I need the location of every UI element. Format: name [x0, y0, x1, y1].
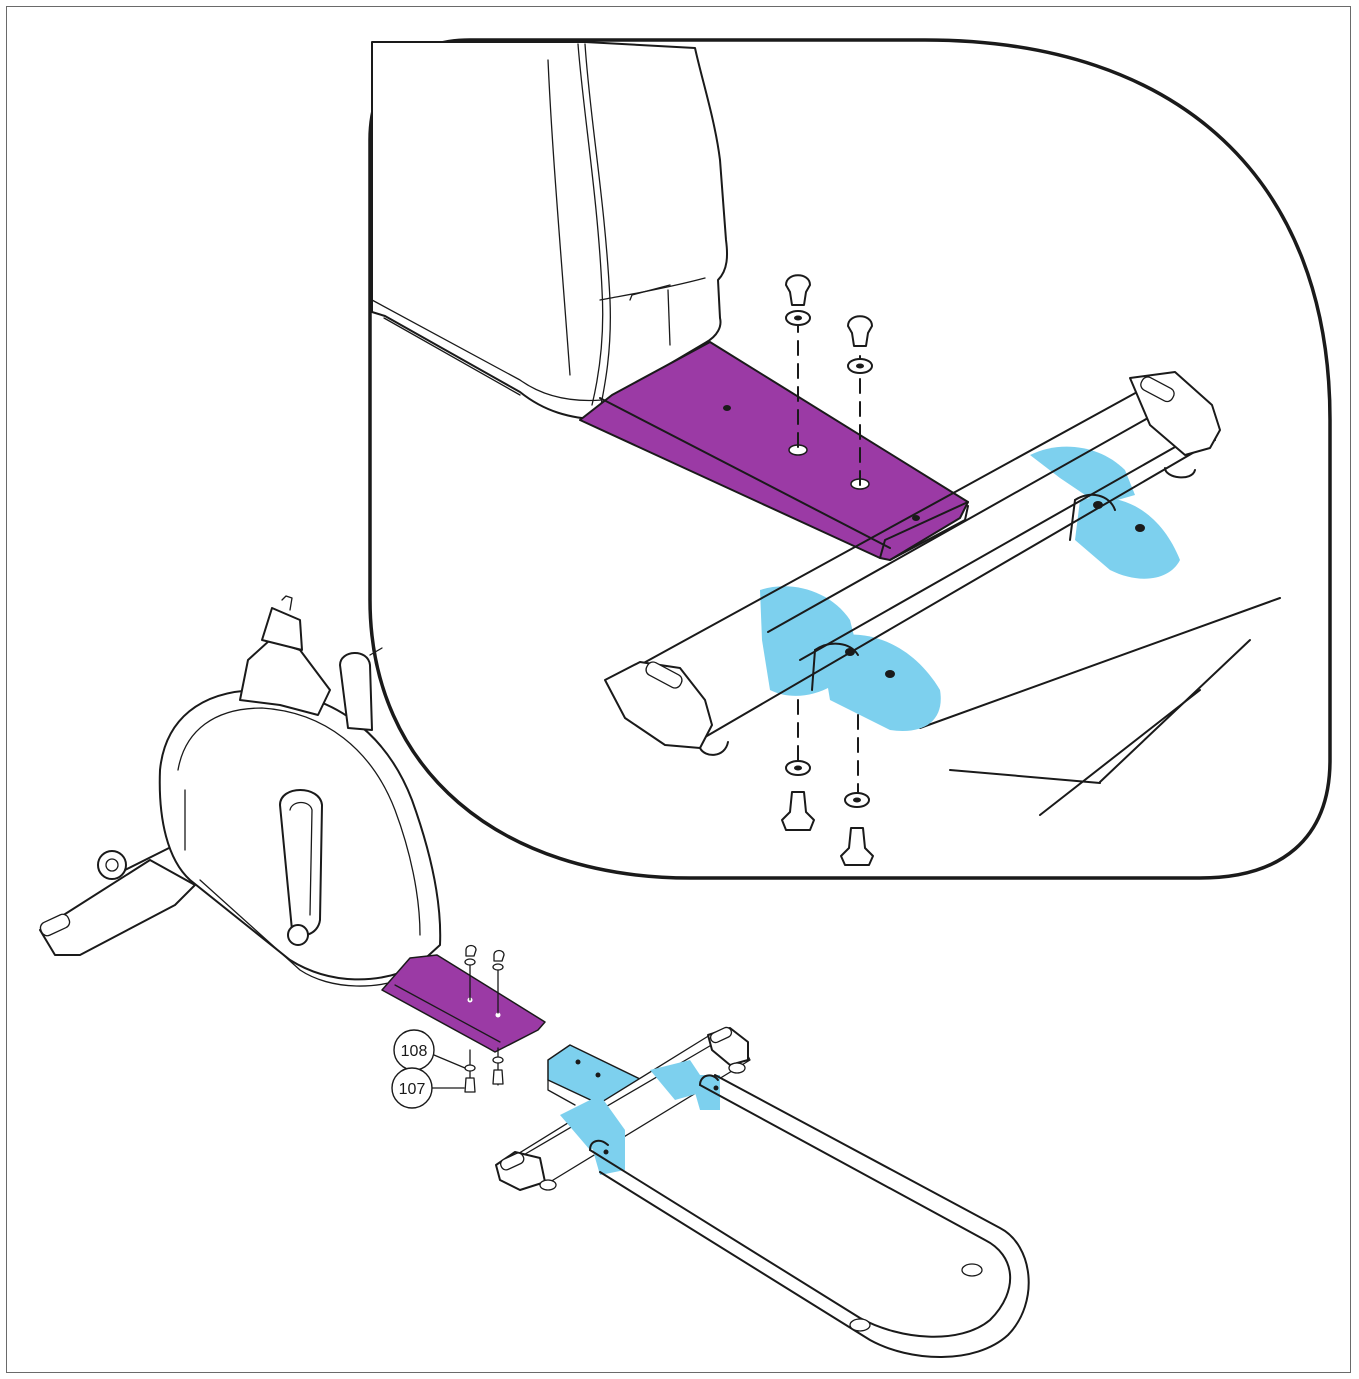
console-housing	[371, 41, 728, 421]
plate-hardware	[464, 944, 505, 1093]
mounting-plate-fill	[579, 341, 969, 561]
bolt-bottom-1	[781, 791, 815, 831]
upright-mast	[239, 639, 331, 716]
bolt-top-1	[785, 274, 811, 306]
rear-foot-1	[961, 1263, 983, 1277]
svg-text:108: 108	[401, 1043, 428, 1060]
rear-stabilizer	[495, 1026, 1030, 1358]
front-stabilizer-detail	[604, 371, 1221, 756]
diagram-frame	[6, 6, 1351, 1373]
callout-107: 107	[391, 1067, 465, 1109]
bolt-top-2	[847, 315, 873, 347]
hardware-top	[785, 274, 873, 487]
rear-rails-detail	[919, 597, 1281, 816]
part-callouts: 108 107	[391, 1029, 466, 1109]
rear-rail	[589, 1084, 1012, 1338]
svg-text:107: 107	[399, 1081, 426, 1098]
front-stabilizer	[39, 844, 206, 956]
callout-108: 108	[393, 1029, 466, 1071]
elliptical-trainer-body	[39, 595, 442, 987]
detail-inset	[368, 38, 1332, 880]
hardware-bottom	[781, 699, 874, 866]
bolt-bottom-2	[840, 827, 874, 866]
pivot-arm	[339, 652, 373, 731]
stabilizer-highlights-detail	[760, 446, 1180, 731]
console-cable	[261, 607, 303, 651]
mounting-plate	[381, 954, 546, 1053]
rear-foot-2	[849, 1318, 871, 1332]
